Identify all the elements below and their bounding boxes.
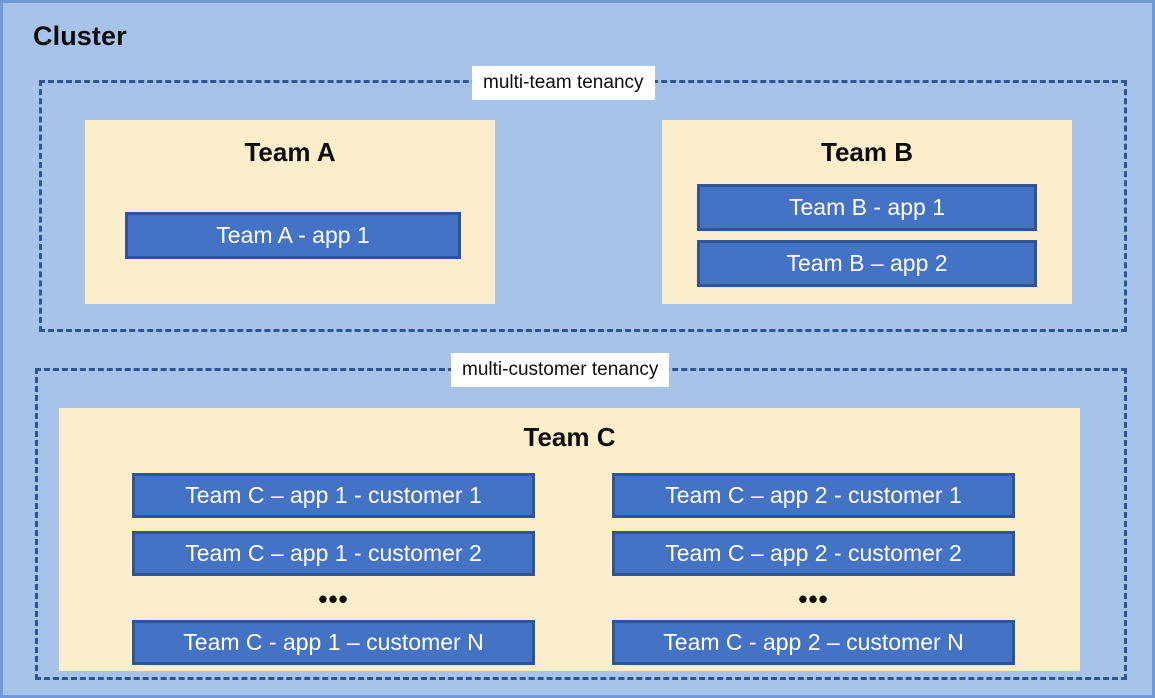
ellipsis-team-c-app-1: ••• xyxy=(318,584,349,614)
team-a-app-list: Team A - app 1 xyxy=(125,212,461,259)
app-box-team-b-app-1[interactable]: Team B - app 1 xyxy=(697,184,1037,231)
team-a-title: Team A xyxy=(244,137,336,167)
app-box-team-b-app-2[interactable]: Team B – app 2 xyxy=(697,240,1037,287)
team-c-app-1-column: Team C – app 1 - customer 1 Team C – app… xyxy=(132,473,535,665)
app-box-team-c-app-1-customer-1[interactable]: Team C – app 1 - customer 1 xyxy=(132,473,535,518)
app-box-team-c-app-1-customer-n[interactable]: Team C - app 1 – customer N xyxy=(132,620,535,665)
team-b-app-list: Team B - app 1 Team B – app 2 xyxy=(697,184,1037,287)
team-b-title: Team B xyxy=(821,137,913,167)
team-c-app-2-column: Team C – app 2 - customer 1 Team C – app… xyxy=(612,473,1015,665)
app-box-team-a-app-1[interactable]: Team A - app 1 xyxy=(125,212,461,259)
tenancy-group-multi-customer-label: multi-customer tenancy xyxy=(451,353,670,387)
app-box-team-c-app-2-customer-1[interactable]: Team C – app 2 - customer 1 xyxy=(612,473,1015,518)
page-title: Cluster xyxy=(33,21,127,51)
tenancy-group-multi-team-label: multi-team tenancy xyxy=(472,66,655,100)
team-c-title: Team C xyxy=(523,422,616,452)
app-box-team-c-app-1-customer-2[interactable]: Team C – app 1 - customer 2 xyxy=(132,531,535,576)
ellipsis-team-c-app-2: ••• xyxy=(798,584,829,614)
app-box-team-c-app-2-customer-2[interactable]: Team C – app 2 - customer 2 xyxy=(612,531,1015,576)
app-box-team-c-app-2-customer-n[interactable]: Team C - app 2 – customer N xyxy=(612,620,1015,665)
